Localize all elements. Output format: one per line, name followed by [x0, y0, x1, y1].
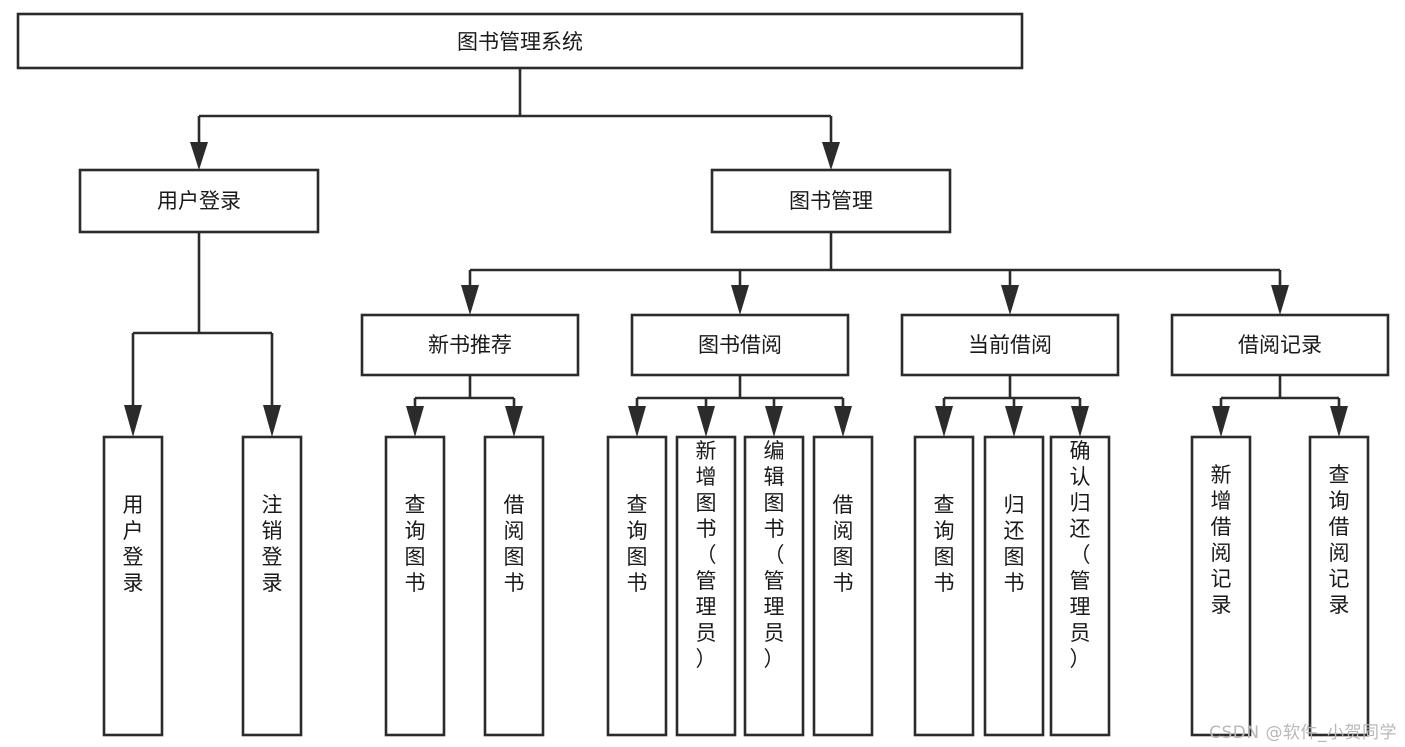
leaf-add-book-label: 新增图书（管理员）	[696, 439, 717, 671]
connector-layer	[124, 68, 1348, 437]
node-book-borrow[interactable]: 图书借阅	[630, 313, 850, 377]
node-borrow-record[interactable]: 借阅记录	[1170, 313, 1390, 377]
leaf-logout-box[interactable]	[241, 435, 303, 737]
arrow-head-book-mgmt	[822, 142, 840, 170]
arrow-head-leaf-add-record	[1212, 406, 1230, 437]
leaf-user-login-label: 用户登录	[123, 493, 144, 595]
arrow-head-leaf-query-book-1	[406, 406, 424, 437]
leaf-edit-book-label: 编辑图书（管理员）	[764, 439, 785, 671]
node-user-login[interactable]: 用户登录	[78, 168, 320, 234]
leaf-query-book-borrow[interactable]: 查询图书	[606, 435, 668, 737]
arrow-head-new-book-rec	[461, 285, 479, 315]
leaf-return-book[interactable]: 归还图书	[983, 435, 1045, 737]
node-current-borrow-box[interactable]	[900, 313, 1120, 377]
arrow-head-user-login	[190, 142, 208, 170]
leaf-confirm-return-label: 确认归还（管理员）	[1070, 439, 1091, 671]
node-new-book-recommend-label: 新书推荐	[428, 333, 512, 357]
arrow-head-leaf-confirm-return	[1071, 406, 1089, 437]
leaf-add-book[interactable]: 新增图书（管理员）	[675, 435, 737, 737]
leaf-return-book-label: 归还图书	[1004, 493, 1025, 595]
leaf-query-book-rec[interactable]: 查询图书	[384, 435, 446, 737]
arrow-head-borrow-record	[1271, 285, 1289, 315]
leaf-user-login[interactable]: 用户登录	[102, 435, 164, 737]
arrow-head-leaf-borrow-book-2	[834, 406, 852, 437]
leaf-query-book-borrow-label: 查询图书	[627, 493, 648, 595]
node-book-management-box[interactable]	[710, 168, 952, 234]
leaf-query-book-current-box[interactable]	[913, 435, 975, 737]
csdn-watermark: CSDN @软件_小贺同学	[1209, 723, 1397, 743]
leaf-query-book-borrow-box[interactable]	[606, 435, 668, 737]
leaf-borrow-book-rec-label: 借阅图书	[504, 493, 525, 595]
node-root-box[interactable]	[16, 12, 1024, 70]
arrow-head-leaf-user-login	[124, 405, 142, 437]
leaf-borrow-book[interactable]: 借阅图书	[812, 435, 874, 737]
arrow-head-leaf-query-record	[1330, 406, 1348, 437]
leaf-add-borrow-record-label: 新增借阅记录	[1211, 463, 1232, 617]
node-book-borrow-label: 图书借阅	[698, 333, 782, 357]
leaf-query-borrow-record-box[interactable]	[1308, 435, 1370, 737]
node-current-borrow[interactable]: 当前借阅	[900, 313, 1120, 377]
node-user-login-box[interactable]	[78, 168, 320, 234]
arrow-head-leaf-return-book	[1005, 406, 1023, 437]
node-borrow-record-box[interactable]	[1170, 313, 1390, 377]
arrow-head-leaf-add-book	[697, 406, 715, 437]
leaf-query-borrow-record-label: 查询借阅记录	[1329, 463, 1350, 617]
leaf-query-book-rec-label: 查询图书	[405, 493, 426, 595]
arrow-head-leaf-borrow-book-1	[505, 406, 523, 437]
leaf-query-borrow-record[interactable]: 查询借阅记录	[1308, 435, 1370, 737]
leaf-borrow-book-box[interactable]	[812, 435, 874, 737]
node-root-label: 图书管理系统	[457, 30, 583, 54]
node-book-management[interactable]: 图书管理	[710, 168, 952, 234]
leaf-edit-book[interactable]: 编辑图书（管理员）	[743, 435, 805, 737]
leaf-borrow-book-rec-box[interactable]	[483, 435, 545, 737]
leaf-borrow-book-label: 借阅图书	[833, 493, 854, 595]
arrow-head-leaf-query-book-3	[935, 406, 953, 437]
node-book-borrow-box[interactable]	[630, 313, 850, 377]
leaf-confirm-return-box[interactable]	[1049, 435, 1111, 737]
node-book-management-label: 图书管理	[789, 189, 873, 213]
node-current-borrow-label: 当前借阅	[968, 333, 1052, 357]
leaf-add-book-box[interactable]	[675, 435, 737, 737]
node-root[interactable]: 图书管理系统	[16, 12, 1024, 70]
node-new-book-recommend-box[interactable]	[360, 313, 580, 377]
arrow-head-book-borrow	[731, 285, 749, 315]
arrow-head-leaf-query-book-2	[628, 406, 646, 437]
leaf-add-borrow-record[interactable]: 新增借阅记录	[1190, 435, 1252, 737]
leaf-return-book-box[interactable]	[983, 435, 1045, 737]
leaf-logout-label: 注销登录	[262, 493, 283, 595]
leaf-user-login-box[interactable]	[102, 435, 164, 737]
leaf-confirm-return[interactable]: 确认归还（管理员）	[1049, 435, 1111, 737]
leaf-borrow-book-rec[interactable]: 借阅图书	[483, 435, 545, 737]
node-user-login-label: 用户登录	[157, 189, 241, 213]
arrow-head-leaf-logout	[263, 405, 281, 437]
leaf-query-book-rec-box[interactable]	[384, 435, 446, 737]
leaf-add-borrow-record-box[interactable]	[1190, 435, 1252, 737]
node-borrow-record-label: 借阅记录	[1238, 333, 1322, 357]
leaf-query-book-current-label: 查询图书	[934, 493, 955, 595]
leaf-edit-book-box[interactable]	[743, 435, 805, 737]
leaf-logout[interactable]: 注销登录	[241, 435, 303, 737]
node-new-book-recommend[interactable]: 新书推荐	[360, 313, 580, 377]
arrow-head-leaf-edit-book	[765, 406, 783, 437]
leaf-query-book-current[interactable]: 查询图书	[913, 435, 975, 737]
arrow-head-current-borrow	[1001, 285, 1019, 315]
